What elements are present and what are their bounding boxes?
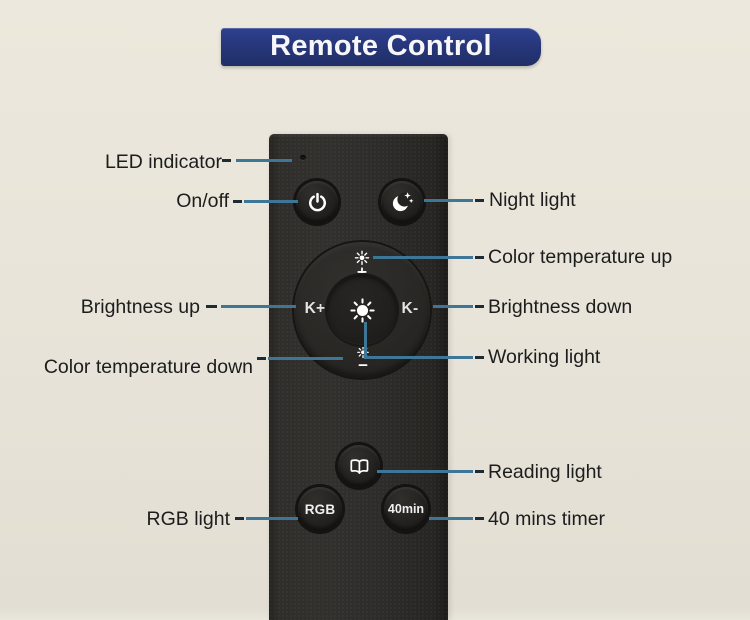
k-plus-label: K+ bbox=[304, 300, 326, 317]
callout-dash-led bbox=[222, 159, 231, 162]
rgb-label: RGB bbox=[304, 501, 336, 517]
reading-light-button[interactable] bbox=[338, 445, 380, 487]
open-book-icon bbox=[349, 458, 368, 474]
callout-line-color-temp-up bbox=[373, 256, 473, 259]
callout-dash-color-temp-down bbox=[257, 357, 266, 360]
callout-label-reading-light: Reading light bbox=[488, 461, 602, 483]
callout-line-brightness-up bbox=[221, 305, 296, 308]
callout-dash-brightness-up bbox=[206, 305, 217, 308]
callout-line-rgb-light bbox=[246, 517, 298, 520]
callout-dash-night-light bbox=[475, 199, 484, 202]
callout-label-color-temp-down: Color temperature down bbox=[43, 356, 253, 378]
callout-line-color-temp-down bbox=[268, 357, 343, 360]
callout-dash-rgb-light bbox=[235, 517, 244, 520]
callout-line-night-light bbox=[424, 199, 473, 202]
callout-label-working-light: Working light bbox=[488, 346, 601, 368]
callout-dash-color-temp-up bbox=[475, 256, 484, 259]
brightness-up-button[interactable]: K+ bbox=[293, 287, 337, 331]
working-light-button[interactable] bbox=[327, 275, 397, 345]
callout-label-led-indicator: LED indicator bbox=[104, 151, 222, 173]
callout-line-brightness-down bbox=[433, 305, 473, 308]
night-light-button[interactable] bbox=[381, 181, 423, 223]
callout-label-night-light: Night light bbox=[489, 189, 576, 211]
k-minus-label: K- bbox=[401, 300, 419, 317]
title-banner: Remote Control bbox=[221, 28, 541, 66]
page-title: Remote Control bbox=[270, 29, 492, 62]
moon-stars-icon bbox=[392, 192, 414, 212]
color-temp-up-button[interactable] bbox=[340, 243, 384, 285]
callout-line-timer bbox=[429, 517, 473, 520]
timer-button[interactable]: 40min bbox=[384, 487, 428, 531]
callout-dash-on-off bbox=[233, 200, 242, 203]
callout-dash-reading-light bbox=[475, 470, 484, 473]
callout-line-working-light bbox=[364, 356, 473, 359]
callout-dash-timer bbox=[475, 517, 484, 520]
callout-label-rgb-light: RGB light bbox=[146, 508, 230, 530]
dpad-ring: K+ K- bbox=[294, 242, 430, 378]
callout-line-working-light-vertical bbox=[364, 322, 367, 359]
callout-dash-working-light bbox=[475, 356, 484, 359]
callout-line-led bbox=[236, 159, 292, 162]
callout-label-on-off: On/off bbox=[176, 190, 229, 212]
sun-icon bbox=[349, 297, 375, 323]
callout-dash-brightness-down bbox=[475, 305, 484, 308]
callout-label-timer: 40 mins timer bbox=[488, 508, 606, 530]
power-icon bbox=[308, 192, 326, 211]
remote-control-body: K+ K- bbox=[269, 134, 448, 620]
callout-label-brightness-down: Brightness down bbox=[488, 296, 633, 318]
callout-label-color-temp-up: Color temperature up bbox=[488, 246, 673, 268]
sun-plus-icon bbox=[354, 250, 370, 277]
brightness-down-button[interactable]: K- bbox=[388, 287, 432, 331]
timer-label: 40min bbox=[387, 502, 425, 516]
callout-line-on-off bbox=[244, 200, 298, 203]
callout-label-brightness-up: Brightness up bbox=[80, 296, 200, 318]
led-indicator bbox=[300, 155, 306, 160]
power-button[interactable] bbox=[296, 181, 338, 223]
callout-line-reading-light bbox=[377, 470, 473, 473]
rgb-button[interactable]: RGB bbox=[298, 487, 342, 531]
